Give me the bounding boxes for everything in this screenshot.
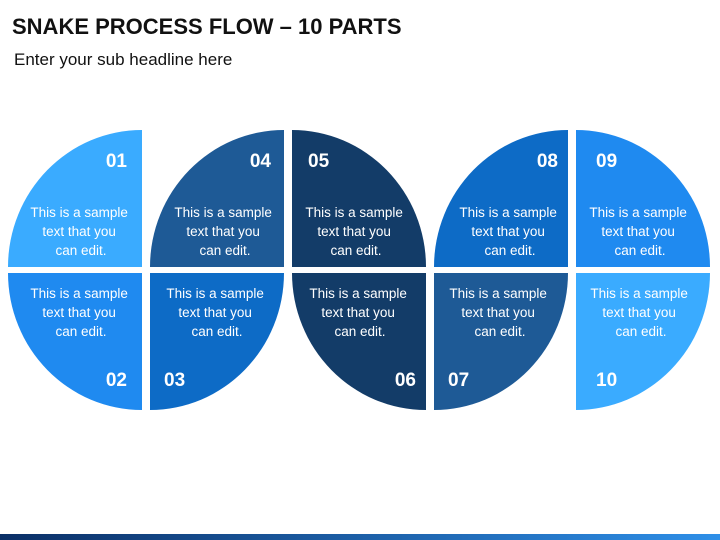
step-08-shape [434, 130, 568, 267]
step-04-number: 04 [250, 151, 272, 172]
step-04-shape [150, 130, 284, 267]
step-04-text: This is a sample text that you can edit. [174, 205, 275, 258]
step-01[interactable]: 01 This is a sample text that you can ed… [8, 130, 142, 267]
step-07[interactable]: 07 This is a sample text that you can ed… [434, 273, 568, 410]
step-10-text: This is a sample text that you can edit. [590, 286, 691, 339]
step-09-number: 09 [596, 151, 617, 172]
step-07-text: This is a sample text that you can edit. [449, 286, 550, 339]
page-subtitle: Enter your sub headline here [14, 50, 233, 69]
step-03-number: 03 [164, 370, 185, 391]
step-06[interactable]: 06 This is a sample text that you can ed… [292, 273, 426, 410]
step-03[interactable]: 03 This is a sample text that you can ed… [150, 273, 284, 410]
step-10[interactable]: 10 This is a sample text that you can ed… [576, 273, 710, 410]
step-10-shape [576, 273, 710, 410]
step-06-shape [292, 273, 426, 410]
step-08-text: This is a sample text that you can edit. [459, 205, 560, 258]
step-09-shape [576, 130, 710, 267]
step-03-text: This is a sample text that you can edit. [166, 286, 267, 339]
step-06-text: This is a sample text that you can edit. [309, 286, 410, 339]
step-02[interactable]: 02 This is a sample text that you can ed… [8, 273, 142, 410]
step-08-number: 08 [537, 151, 558, 172]
step-04[interactable]: 04 This is a sample text that you can ed… [150, 130, 284, 267]
step-05-shape [292, 130, 426, 267]
step-08[interactable]: 08 This is a sample text that you can ed… [434, 130, 568, 267]
step-07-shape [434, 273, 568, 410]
page-title: SNAKE PROCESS FLOW – 10 PARTS [12, 14, 402, 39]
bottom-accent-bar [0, 534, 720, 540]
step-07-number: 07 [448, 370, 469, 391]
step-05[interactable]: 05 This is a sample text that you can ed… [292, 130, 426, 267]
step-03-shape [150, 273, 284, 410]
step-01-number: 01 [106, 151, 128, 172]
step-10-number: 10 [596, 370, 617, 391]
step-09[interactable]: 09 This is a sample text that you can ed… [576, 130, 710, 267]
step-02-number: 02 [106, 370, 127, 391]
step-05-number: 05 [308, 151, 330, 172]
step-05-text: This is a sample text that you can edit. [305, 205, 406, 258]
step-01-text: This is a sample text that you can edit. [30, 205, 131, 258]
step-02-shape [8, 273, 142, 410]
step-01-shape [8, 130, 142, 267]
step-06-number: 06 [395, 370, 416, 391]
step-09-text: This is a sample text that you can edit. [589, 205, 690, 258]
step-02-text: This is a sample text that you can edit. [30, 286, 131, 339]
